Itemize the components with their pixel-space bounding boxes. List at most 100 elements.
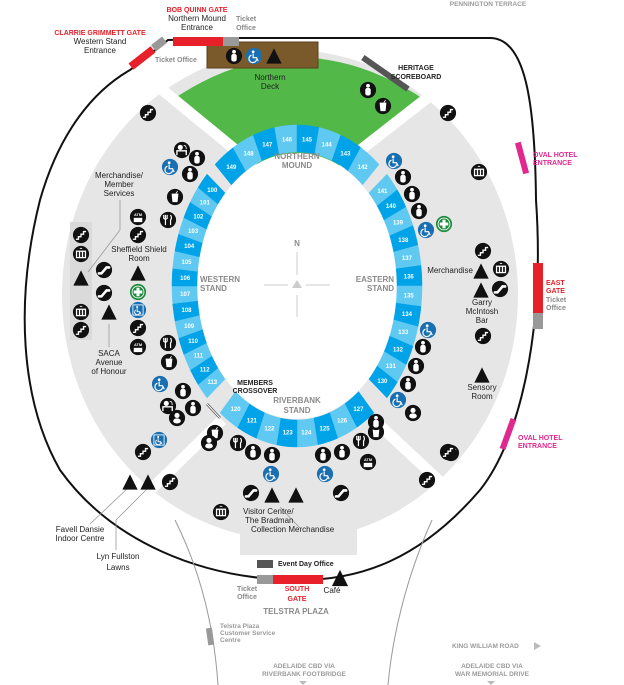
stairs-icon[interactable] xyxy=(161,473,179,491)
northern-deck-label-2: Deck xyxy=(261,82,280,91)
baby-change-icon[interactable] xyxy=(404,404,422,422)
food-icon[interactable] xyxy=(229,434,247,452)
oval-hotel-entrance-south[interactable] xyxy=(499,417,517,451)
accessible-lift-icon[interactable] xyxy=(129,301,147,319)
east-ticket-label: Ticket xyxy=(546,297,567,304)
stairs-icon[interactable] xyxy=(129,226,147,244)
food-icon[interactable] xyxy=(159,334,177,352)
toilet-icon[interactable] xyxy=(184,399,202,417)
visitor-centre-label-2: The Bradman xyxy=(245,516,293,525)
toilet-icon[interactable] xyxy=(188,149,206,167)
saca-label-2: Avenue xyxy=(96,358,124,367)
accessible-toilet-icon[interactable] xyxy=(389,391,407,409)
stairs-icon[interactable] xyxy=(139,104,157,122)
accessible-toilet-icon[interactable] xyxy=(151,375,169,393)
toilet-icon[interactable] xyxy=(181,165,199,183)
south-gate-label-2: GATE xyxy=(288,596,307,603)
toilet-icon[interactable] xyxy=(414,338,432,356)
ticket-office-north[interactable] xyxy=(223,37,239,46)
escalator-icon[interactable] xyxy=(95,284,113,302)
accessible-toilet-icon[interactable] xyxy=(262,465,280,483)
south-gate[interactable] xyxy=(273,575,323,584)
accessible-toilet-icon[interactable] xyxy=(385,152,403,170)
clarrie-grimmett-gate[interactable] xyxy=(128,46,156,70)
lift-icon[interactable] xyxy=(212,503,230,521)
toilet-icon[interactable] xyxy=(410,202,428,220)
atm-icon[interactable] xyxy=(129,338,147,356)
section-142[interactable] xyxy=(347,147,380,186)
food-icon[interactable] xyxy=(159,211,177,229)
ticket-office-west[interactable] xyxy=(151,36,167,52)
accessible-toilet-icon[interactable] xyxy=(417,221,435,239)
drink-icon[interactable] xyxy=(374,97,392,115)
escalator-icon[interactable] xyxy=(491,280,509,298)
toilet-icon[interactable] xyxy=(359,81,377,99)
section-label: 104 xyxy=(184,244,195,250)
east-gate[interactable] xyxy=(533,263,543,313)
oval-hotel-south-label-2: ENTRANCE xyxy=(518,443,557,450)
oval-hotel-entrance-north[interactable] xyxy=(514,141,530,175)
event-day-office[interactable] xyxy=(257,560,273,568)
baby-change-icon[interactable] xyxy=(168,409,186,427)
stairs-icon[interactable] xyxy=(439,104,457,122)
escalator-icon[interactable] xyxy=(95,261,113,279)
toilet-icon[interactable] xyxy=(403,185,421,203)
food-icon[interactable] xyxy=(352,432,370,450)
stairs-icon[interactable] xyxy=(439,443,457,461)
accessible-lift-icon[interactable] xyxy=(150,431,168,449)
toilet-icon[interactable] xyxy=(407,357,425,375)
stairs-icon[interactable] xyxy=(72,226,90,244)
lift-icon[interactable] xyxy=(72,303,90,321)
toilet-icon[interactable] xyxy=(244,443,262,461)
king-william-road-label: KING WILLIAM ROAD xyxy=(452,643,519,650)
drinking-fountain-icon[interactable] xyxy=(173,141,191,159)
stairs-icon[interactable] xyxy=(474,327,492,345)
toilet-icon[interactable] xyxy=(225,47,243,65)
toilet-icon[interactable] xyxy=(367,413,385,431)
section-100[interactable] xyxy=(197,173,226,205)
stairs-icon[interactable] xyxy=(72,321,90,339)
merchandise-label-2: Member xyxy=(104,180,134,189)
toilet-icon[interactable] xyxy=(263,446,281,464)
escalator-icon[interactable] xyxy=(242,484,260,502)
first-aid-icon[interactable] xyxy=(129,283,147,301)
first-aid-icon[interactable] xyxy=(435,215,453,233)
accessible-toilet-icon[interactable] xyxy=(419,321,437,339)
atm-icon[interactable] xyxy=(129,208,147,226)
toilet-icon[interactable] xyxy=(174,382,192,400)
lift-icon[interactable] xyxy=(72,245,90,263)
bob-quinn-gate[interactable] xyxy=(173,37,223,46)
accessible-toilet-icon[interactable] xyxy=(161,158,179,176)
clarrie-sub-2: Entrance xyxy=(84,46,117,55)
section-120[interactable] xyxy=(219,391,250,428)
ticket-office-east[interactable] xyxy=(533,313,543,329)
section-130[interactable] xyxy=(368,365,398,399)
stairs-icon[interactable] xyxy=(418,471,436,489)
toilet-icon[interactable] xyxy=(314,446,332,464)
ticket-office-west-label: Ticket Office xyxy=(155,57,197,64)
escalator-icon[interactable] xyxy=(332,484,350,502)
toilet-icon[interactable] xyxy=(399,375,417,393)
accessible-toilet-icon[interactable] xyxy=(245,47,263,65)
landmark-marker-icon[interactable] xyxy=(122,474,138,490)
drink-icon[interactable] xyxy=(160,353,178,371)
lift-icon[interactable] xyxy=(470,163,488,181)
pennington-terrace-label: PENNINGTON TERRACE xyxy=(450,1,527,8)
stairs-icon[interactable] xyxy=(474,242,492,260)
accessible-toilet-icon[interactable] xyxy=(316,465,334,483)
clarrie-gate-label: CLARRIE GRIMMETT GATE xyxy=(54,30,146,37)
favell-dansie-label: Favell Dansie xyxy=(56,525,105,534)
drink-icon[interactable] xyxy=(166,188,184,206)
heritage-scoreboard[interactable] xyxy=(361,55,410,92)
leader-lines xyxy=(87,200,301,550)
telstra-plaza-service-centre[interactable] xyxy=(205,627,215,646)
toilet-icon[interactable] xyxy=(394,168,412,186)
stairs-icon[interactable] xyxy=(134,443,152,461)
baby-change-icon[interactable] xyxy=(200,434,218,452)
stairs-icon[interactable] xyxy=(129,319,147,337)
toilet-icon[interactable] xyxy=(333,443,351,461)
ticket-office-south[interactable] xyxy=(257,575,273,584)
south-ticket-label: Ticket xyxy=(237,586,258,593)
atm-icon[interactable] xyxy=(359,453,377,471)
lift-icon[interactable] xyxy=(492,260,510,278)
